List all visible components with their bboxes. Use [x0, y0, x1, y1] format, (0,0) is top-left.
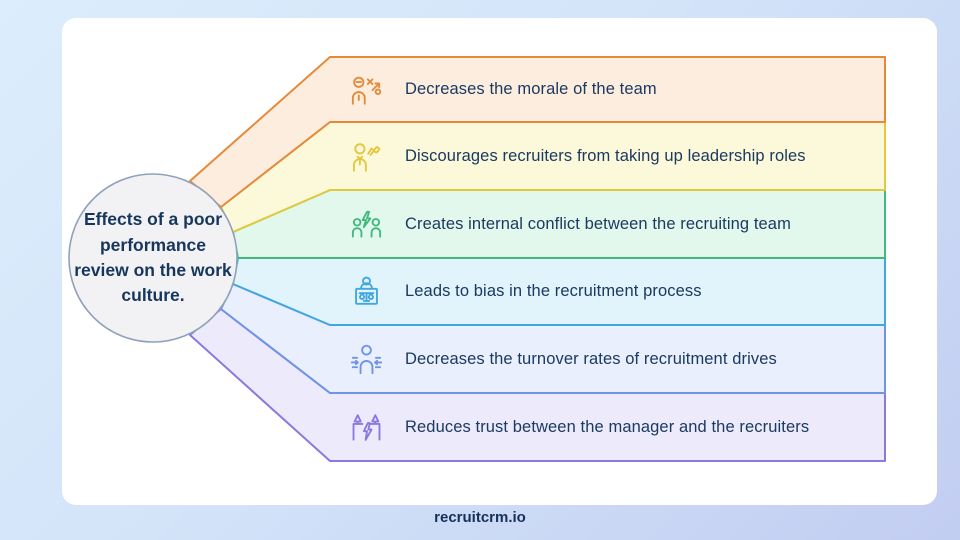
effect-label: Leads to bias in the recruitment process — [405, 281, 702, 300]
effect-row-4: Leads to bias in the recruitment process — [350, 269, 875, 313]
effect-label: Discourages recruiters from taking up le… — [405, 146, 806, 165]
effect-row-5: Decreases the turnover rates of recruitm… — [350, 337, 875, 381]
broken-trust-icon — [350, 411, 383, 444]
effect-label: Decreases the turnover rates of recruitm… — [405, 349, 777, 368]
effect-row-2: Discourages recruiters from taking up le… — [350, 134, 875, 178]
effect-label: Reduces trust between the manager and th… — [405, 417, 810, 436]
conflict-people-icon — [350, 208, 383, 241]
effect-label: Creates internal conflict between the re… — [405, 214, 791, 233]
diagram-title: Effects of a poor performance review on … — [74, 209, 232, 306]
brand-footer: recruitcrm.io — [434, 509, 526, 526]
effect-row-1: Decreases the morale of the team — [350, 67, 875, 111]
demotivated-strategy-icon — [350, 73, 383, 106]
effect-row-3: Creates internal conflict between the re… — [350, 202, 875, 246]
hub-circle — [68, 173, 238, 343]
effect-row-6: Reduces trust between the manager and th… — [350, 405, 875, 449]
turnover-person-icon — [350, 343, 383, 376]
bias-scales-icon — [350, 275, 383, 308]
effect-label: Decreases the morale of the team — [405, 79, 657, 98]
discouraged-leader-icon — [350, 140, 383, 173]
